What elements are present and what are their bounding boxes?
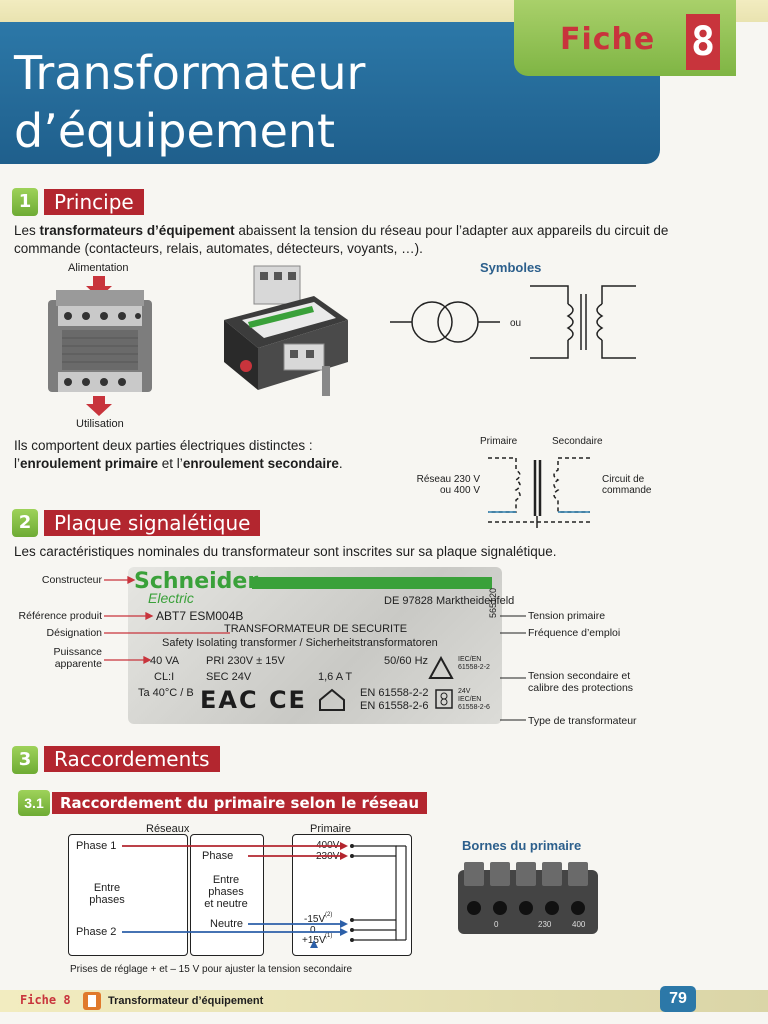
bornes-label-230: 230 — [538, 920, 552, 929]
label-primaire: Primaire — [310, 823, 351, 835]
label-reseaux: Réseaux — [146, 823, 190, 835]
footer-band — [0, 990, 768, 1012]
label-constructeur: Constructeur — [41, 574, 102, 586]
diag-secondaire-label: Secondaire — [552, 436, 603, 447]
plate-reference: ABT7 ESM004B — [156, 609, 244, 623]
section-3-1-number: 3.1 — [18, 790, 50, 816]
plate-secondary: SEC 24V — [206, 671, 252, 683]
bornes-image — [458, 862, 598, 934]
plate-callout-arrows — [104, 575, 526, 721]
box-entre-phases — [68, 834, 188, 956]
label-type: Type de transformateur — [528, 715, 637, 727]
plate-norm-1: EN 61558-2-2 — [360, 687, 429, 699]
plate-frequency: 50/60 Hz — [384, 655, 429, 667]
transformer-front-image — [48, 276, 152, 416]
section-2-number: 2 — [12, 509, 38, 537]
neutre-label: Neutre — [210, 918, 244, 930]
house-icon — [319, 688, 345, 711]
transformer-symbols — [390, 285, 636, 359]
footer-fiche: Fiche 8 — [20, 993, 71, 1007]
section-3-1-title: Raccordement du primaire selon le réseau — [52, 792, 428, 814]
fiche-number: 8 — [686, 14, 720, 70]
plate-marks: EAC CE — [200, 686, 307, 714]
fiche-label: Fiche — [560, 22, 656, 57]
footer-fiche-icon — [83, 992, 101, 1010]
plate-brand: Schneider — [134, 569, 259, 594]
phase-label: Phase — [202, 850, 234, 862]
box-phases-neutre — [190, 834, 264, 956]
note-2: (2) — [325, 912, 333, 918]
label-frequence: Fréquence d’emploi — [528, 627, 621, 639]
plate-designation-1: TRANSFORMATEUR DE SECURITE — [224, 623, 408, 635]
connection-caption: Prises de réglage + et – 15 V pour ajust… — [70, 964, 353, 975]
plate-primary: PRI 230V ± 15V — [206, 655, 285, 667]
transformer-angled-image — [224, 265, 348, 396]
plate-norm-2: EN 61558-2-6 — [360, 700, 429, 712]
label-alimentation: Alimentation — [68, 262, 129, 274]
label-designation: Désignation — [46, 627, 102, 639]
section-2-intro: Les caractéristiques nominales du transf… — [14, 544, 557, 559]
phase2-label: Phase 2 — [76, 926, 117, 938]
section-3-title: Raccordements — [44, 746, 220, 772]
phase1-label: Phase 1 — [76, 840, 117, 852]
plate-ta: Ta 40°C / B — [138, 687, 194, 699]
section-1-number: 1 — [12, 188, 38, 216]
warning-triangle-icon — [428, 656, 454, 679]
plate-green-bar — [252, 577, 492, 589]
plate-address: DE 97828 Marktheidenfeld — [384, 595, 515, 607]
plate-power: 40 VA — [150, 655, 180, 667]
plate-brand-sub: Electric — [148, 590, 194, 606]
section-3-number: 3 — [12, 746, 38, 774]
winding-diagram — [488, 457, 590, 528]
plate-designation-2: Safety Isolating transformer / Sicherhei… — [162, 637, 438, 649]
section-1-parts: Ils comportent deux parties électriques … — [14, 438, 343, 471]
diag-primaire-label: Primaire — [480, 436, 518, 447]
page-number: 79 — [660, 986, 696, 1012]
label-reference: Référence produit — [18, 610, 102, 622]
note-1: (1) — [325, 933, 333, 939]
bornes-title: Bornes du primaire — [462, 838, 582, 853]
label-utilisation: Utilisation — [76, 418, 124, 430]
symboles-ou: ou — [510, 318, 522, 329]
tap-zero: 0 — [310, 925, 316, 936]
footer-title: Transformateur d’équipement — [108, 995, 264, 1007]
connection-wires — [122, 842, 407, 948]
section-2-title: Plaque signalétique — [44, 510, 261, 536]
section-1-intro: Les transformateurs d’équipement abaisse… — [14, 223, 669, 256]
plate-class: CL:I — [154, 671, 175, 683]
label-tension-primaire: Tension primaire — [528, 610, 606, 622]
nameplate — [128, 567, 502, 724]
section-1-title: Principe — [44, 189, 144, 215]
tap-minus15: -15V — [304, 914, 326, 925]
page-title: Transformateur d’équipement — [14, 46, 366, 158]
bornes-label-400: 400 — [572, 920, 586, 929]
plate-current: 1,6 A T — [318, 671, 353, 683]
symboles-title: Symboles — [480, 260, 542, 275]
bornes-label-0: 0 — [494, 920, 499, 929]
transformer-type-icon — [435, 689, 453, 709]
